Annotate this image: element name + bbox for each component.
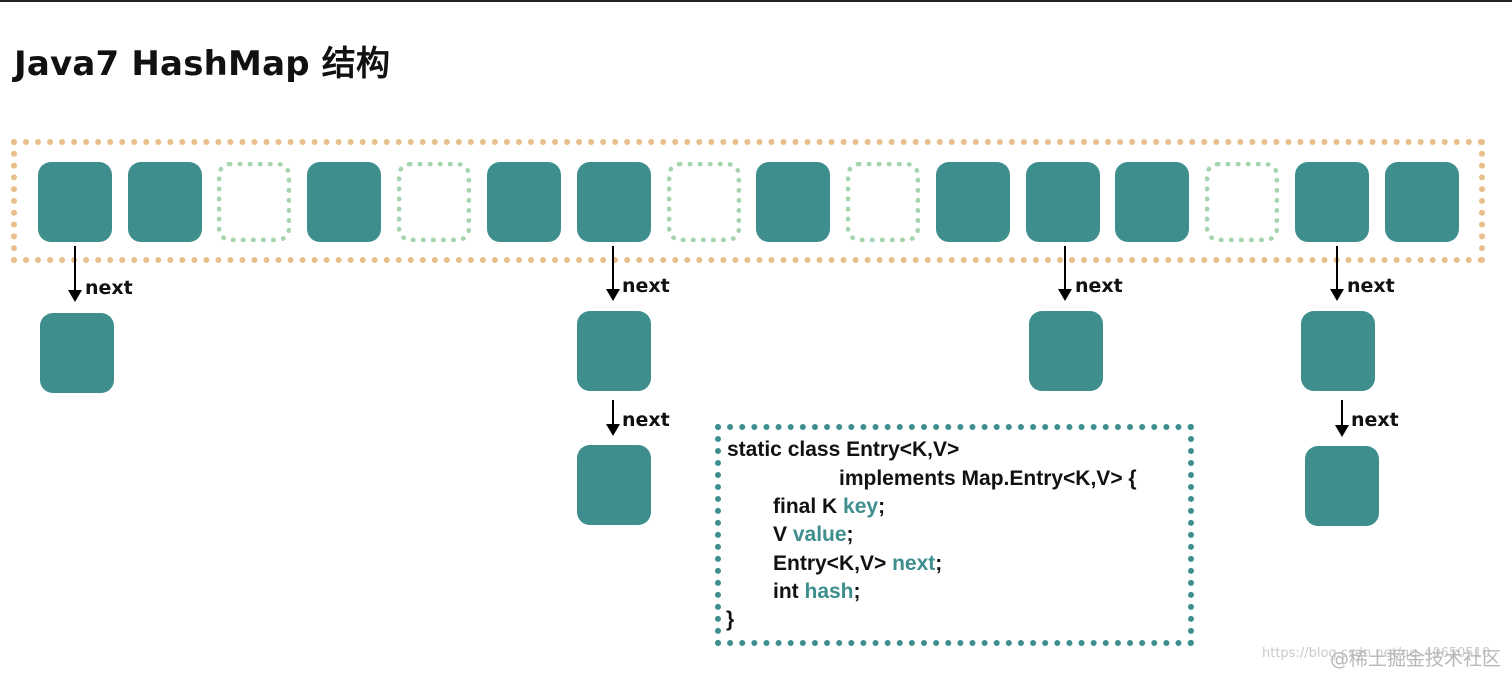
code-type: V xyxy=(773,523,793,546)
code-line-value: V value; xyxy=(773,523,854,547)
hash-table-array xyxy=(11,139,1485,263)
bucket-0 xyxy=(38,162,112,242)
bucket-5 xyxy=(487,162,561,242)
bucket-2 xyxy=(217,162,291,242)
bucket-12 xyxy=(1115,162,1189,242)
code-semicolon: ; xyxy=(846,523,854,546)
code-line-class-decl: static class Entry<K,V> xyxy=(727,438,960,461)
code-line-next: Entry<K,V> next; xyxy=(773,552,942,576)
chain-node xyxy=(577,311,651,391)
code-field-value: value xyxy=(792,523,847,546)
diagram-title: Java7 HashMap 结构 xyxy=(14,44,391,84)
chain-node xyxy=(1301,311,1375,391)
next-arrow xyxy=(606,400,620,436)
chain-node xyxy=(1305,446,1379,526)
entry-class-box xyxy=(715,424,1194,646)
code-line-key: final K key; xyxy=(773,495,885,519)
bucket-10 xyxy=(936,162,1010,242)
chain-node xyxy=(40,313,114,393)
code-semicolon: ; xyxy=(935,552,943,575)
code-field-next: next xyxy=(892,552,936,575)
code-line-implements: implements Map.Entry<K,V> { xyxy=(839,467,1137,490)
watermark-site: @稀土掘金技术社区 xyxy=(1330,648,1502,670)
code-field-key: key xyxy=(843,495,879,518)
code-field-hash: hash xyxy=(804,580,854,603)
next-label: next xyxy=(1075,275,1123,297)
next-arrow xyxy=(606,246,620,301)
code-semicolon: ; xyxy=(853,580,861,603)
next-arrow xyxy=(1058,246,1072,301)
next-arrow xyxy=(1330,246,1344,301)
code-type: final K xyxy=(773,495,844,518)
bucket-7 xyxy=(667,162,741,242)
bucket-1 xyxy=(128,162,202,242)
next-arrow xyxy=(68,246,82,302)
bucket-6 xyxy=(577,162,651,242)
code-type: Entry<K,V> xyxy=(773,552,893,575)
code-type: int xyxy=(773,580,805,603)
next-label: next xyxy=(1347,275,1395,297)
bucket-4 xyxy=(397,162,471,242)
next-label: next xyxy=(1351,409,1399,431)
code-line-hash: int hash; xyxy=(773,580,861,604)
bucket-9 xyxy=(846,162,920,242)
code-semicolon: ; xyxy=(878,495,886,518)
code-line-closing-brace: } xyxy=(726,608,735,631)
chain-node xyxy=(577,445,651,525)
next-arrow xyxy=(1335,400,1349,437)
bucket-8 xyxy=(756,162,830,242)
bucket-15 xyxy=(1385,162,1459,242)
bucket-14 xyxy=(1295,162,1369,242)
watermark-url: https://blog.csdn.net/qq_40650510 xyxy=(1262,646,1491,661)
next-label: next xyxy=(85,277,133,299)
chain-node xyxy=(1029,311,1103,391)
bucket-13 xyxy=(1205,162,1279,242)
next-label: next xyxy=(622,275,670,297)
next-label: next xyxy=(622,409,670,431)
bucket-3 xyxy=(307,162,381,242)
top-rule xyxy=(0,0,1512,2)
bucket-11 xyxy=(1026,162,1100,242)
